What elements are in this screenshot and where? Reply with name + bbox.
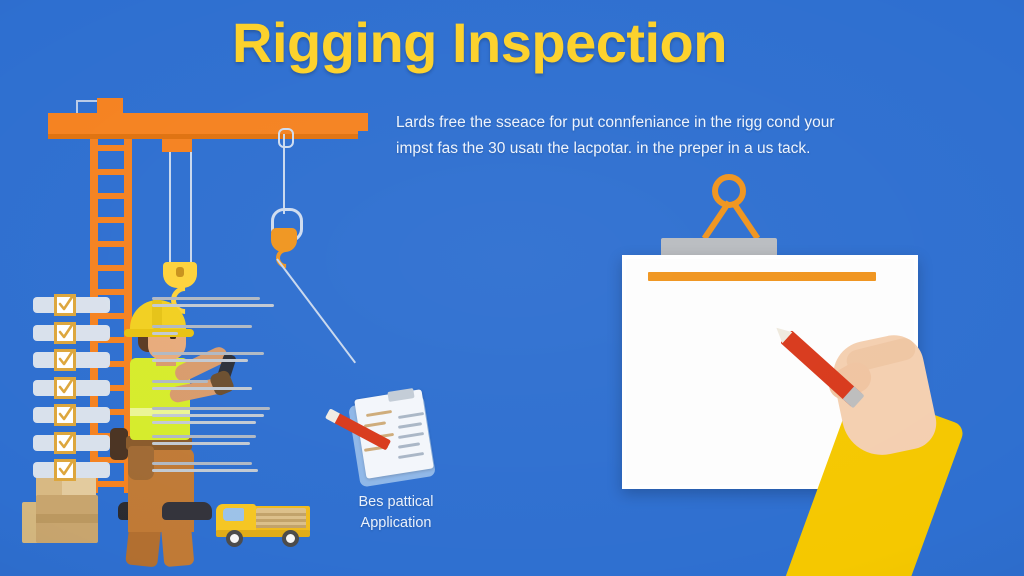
mast-rung: [90, 193, 132, 199]
truck-cargo: [256, 508, 306, 528]
checklist-text-line: [152, 352, 264, 355]
check-icon: [58, 351, 74, 366]
truck-chassis: [216, 530, 310, 537]
caption-line-1: Bes pattical: [358, 494, 434, 510]
truck-wheel-front: [226, 530, 243, 547]
pulley-rope: [283, 134, 285, 214]
check-icon: [58, 433, 74, 448]
checklist-text-line: [152, 434, 256, 438]
checklist-text-line: [152, 324, 252, 328]
check-icon: [58, 296, 74, 311]
checklist-text-line: [152, 297, 260, 300]
mast-rung: [90, 385, 132, 391]
checklist-row[interactable]: [0, 349, 296, 371]
worker-tool-pouch: [128, 446, 154, 480]
checklist-row[interactable]: [0, 294, 296, 316]
flatbed-truck: [216, 498, 312, 547]
checklist-text-line: [152, 304, 274, 307]
mast-rung: [90, 289, 132, 295]
hoist-rope-left: [169, 152, 171, 270]
body-paragraph: Lards free the sseace for put connfenian…: [396, 110, 962, 162]
check-icon: [58, 378, 74, 393]
check-icon: [58, 323, 74, 338]
page-title: Rigging Inspection: [232, 11, 727, 74]
checklist-row[interactable]: [0, 431, 296, 454]
load-hook-icon: [271, 228, 297, 252]
worker-boot-front: [162, 502, 212, 520]
body-line-1: Lards free the sseace for put connfenian…: [396, 114, 835, 131]
checklist-row[interactable]: [0, 459, 296, 481]
truck-wheel-rear: [282, 530, 299, 547]
practical-application-caption: Bes pattical Application: [330, 492, 462, 534]
checklist-row[interactable]: [0, 376, 296, 399]
caption-line-2: Application: [360, 515, 432, 531]
checklist-text-line: [152, 414, 264, 417]
check-icon: [58, 461, 74, 476]
checklist-text-line: [152, 386, 252, 390]
checklist-row[interactable]: [0, 404, 296, 426]
pulley-top-ring-icon: [278, 128, 294, 148]
worker-tool-pouch-back: [110, 428, 128, 460]
checklist-row[interactable]: [0, 321, 296, 344]
mast-rung: [90, 217, 132, 223]
checklist-hanger: [700, 174, 761, 241]
mast-rung: [90, 145, 132, 151]
crane-trolley: [162, 139, 192, 152]
truck-window: [223, 508, 244, 521]
check-icon: [58, 406, 74, 421]
crane-mast-cap: [97, 98, 123, 114]
crane-jib-shadow: [48, 134, 358, 139]
hanger-strap-left: [701, 200, 732, 241]
checklist-header-bar: [648, 272, 876, 281]
checklist-text-line: [152, 359, 248, 362]
mini-clipboard-illustration: [324, 388, 440, 488]
checklist-text-line: [152, 379, 208, 383]
crane-hook-block: [163, 262, 197, 288]
checklist-text-line: [152, 421, 256, 424]
hoist-rope-right: [190, 152, 192, 270]
checklist-clip: [661, 238, 777, 258]
worker-hard-hat-crest: [152, 298, 162, 330]
mast-rung: [90, 313, 132, 319]
body-line-2: impst fas the 30 usatı the lacpotar. in …: [396, 140, 811, 157]
hanger-strap-right: [730, 200, 761, 241]
mast-rung: [90, 361, 132, 367]
checklist-text-line: [152, 462, 252, 465]
mast-rung: [90, 169, 132, 175]
mast-rung: [90, 409, 132, 415]
crane-jib-end: [350, 113, 368, 131]
crane-mast-ladder: [90, 139, 132, 493]
worker-eye: [170, 336, 176, 339]
checklist-text-line: [152, 331, 178, 335]
mast-rung: [90, 241, 132, 247]
checklist-text-line: [152, 407, 270, 410]
mast-rung: [90, 337, 132, 343]
worker-vest-reflective-stripe: [130, 408, 190, 416]
mast-rung: [90, 457, 132, 463]
mast-rung: [90, 481, 132, 487]
box-tape-band: [36, 514, 98, 523]
checklist-text-line: [152, 469, 258, 472]
hook-block-eye: [176, 267, 184, 277]
mast-rung: [90, 265, 132, 271]
checklist-text-line: [152, 441, 250, 445]
